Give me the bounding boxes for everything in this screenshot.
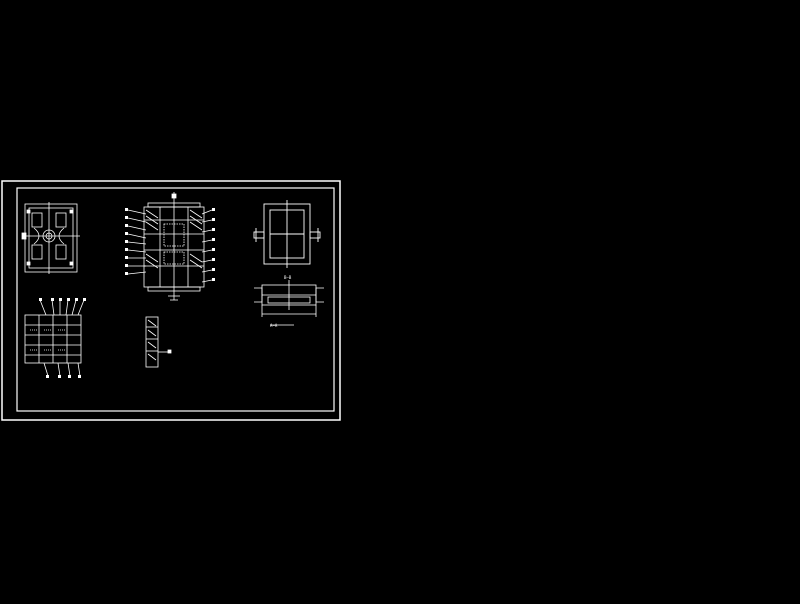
- main-section-view: [127, 192, 213, 301]
- section-a-label: A—A: [270, 323, 278, 328]
- ejector-plate-view: [24, 299, 85, 377]
- note-line-1: [200, 338, 800, 341]
- section-b-b-view: [254, 280, 324, 326]
- sheet-inner-border: [16, 187, 335, 412]
- side-detail-view: [145, 316, 172, 368]
- cavity-plate-view: [253, 200, 321, 268]
- sheet-outer-border: [1, 180, 341, 421]
- ejector-plate-balloons: [39, 298, 86, 378]
- technical-notes: [200, 338, 800, 358]
- section-b-label: B—B: [284, 275, 292, 280]
- main-section-balloons: [125, 208, 215, 281]
- note-line-2: [200, 349, 800, 352]
- plan-view-top-left: [21, 202, 80, 274]
